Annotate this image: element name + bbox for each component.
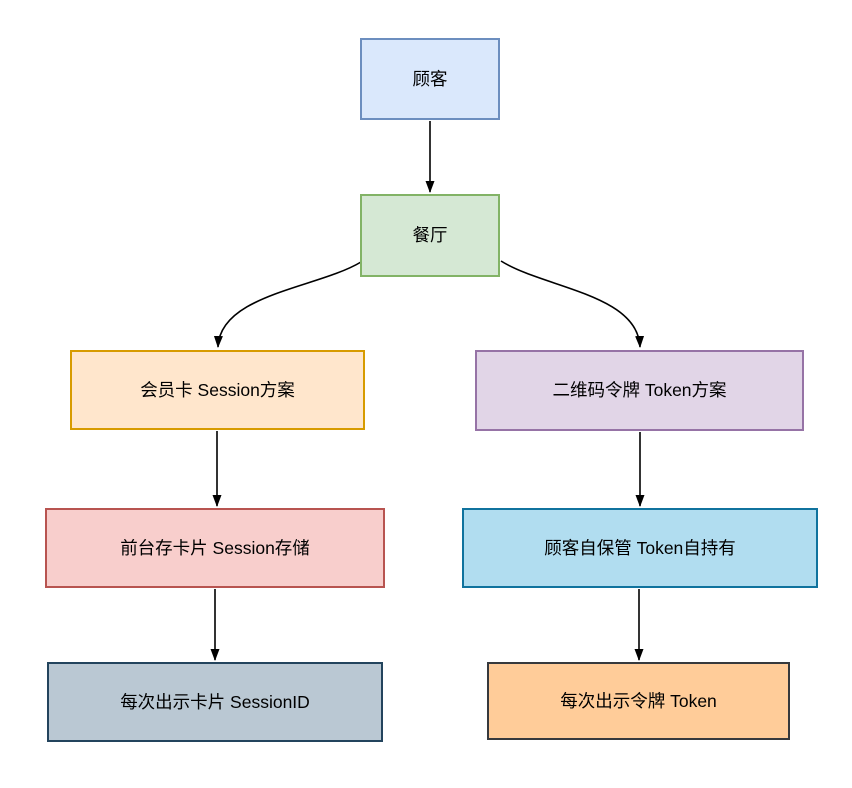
- node-token-show-label: 每次出示令牌 Token: [560, 690, 717, 711]
- node-session-plan: 会员卡 Session方案: [70, 350, 365, 430]
- node-restaurant-label: 餐厅: [412, 225, 448, 245]
- node-session-storage: 前台存卡片 Session存储: [45, 508, 385, 588]
- node-session-plan-label: 会员卡 Session方案: [140, 379, 295, 400]
- node-token-hold-label: 顾客自保管 Token自持有: [544, 537, 736, 558]
- node-session-id-label: 每次出示卡片 SessionID: [120, 691, 310, 712]
- node-token-show: 每次出示令牌 Token: [487, 662, 790, 740]
- node-session-id: 每次出示卡片 SessionID: [47, 662, 383, 742]
- node-token-plan: 二维码令牌 Token方案: [475, 350, 804, 431]
- node-session-storage-label: 前台存卡片 Session存储: [120, 537, 310, 558]
- edge-restaurant-session-plan: [213, 261, 362, 348]
- node-token-hold: 顾客自保管 Token自持有: [462, 508, 818, 588]
- node-customer: 顾客: [360, 38, 500, 120]
- node-token-plan-label: 二维码令牌 Token方案: [552, 380, 727, 400]
- node-customer-label: 顾客: [412, 68, 448, 89]
- node-restaurant: 餐厅: [360, 194, 500, 277]
- edge-restaurant-token-plan: [500, 260, 645, 348]
